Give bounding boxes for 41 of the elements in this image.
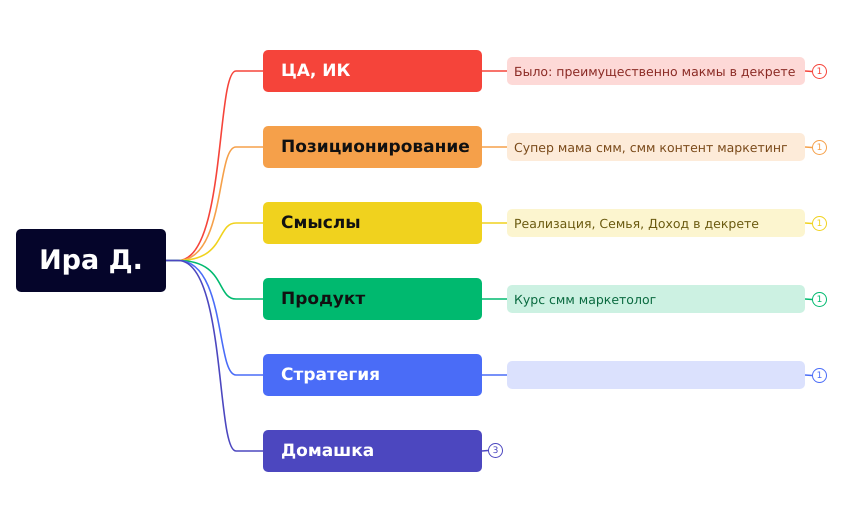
subtopic-box <box>507 133 805 161</box>
connector <box>482 222 507 224</box>
collapse-count-badge: 1 <box>812 216 827 231</box>
topic-box <box>263 202 482 244</box>
collapse-count-badge: 1 <box>812 64 827 79</box>
connector <box>482 450 488 452</box>
topic-box <box>263 126 482 168</box>
connector <box>804 146 812 148</box>
root-topic-box <box>16 229 166 292</box>
connector <box>804 374 812 376</box>
collapse-count-badge: 3 <box>488 443 503 458</box>
subtopic-box <box>507 209 805 237</box>
connector <box>804 70 812 72</box>
connector <box>804 298 812 300</box>
topic-box <box>263 430 482 472</box>
subtopic-box <box>507 285 805 313</box>
topic-text: ЦА, ИК <box>281 61 350 81</box>
subtopic-box <box>507 361 805 389</box>
subtopic-box <box>507 57 805 85</box>
topic-text: Позиционирование <box>281 137 470 157</box>
topic-text: Курс смм маркетолог <box>514 292 656 306</box>
collapse-count-badge: 1 <box>812 368 827 383</box>
connector <box>804 222 812 224</box>
topic-text: Домашка <box>281 441 374 461</box>
topic-text: Супер мама смм, смм контент маркетинг <box>514 140 788 154</box>
topic-text: Было: преимущественно макмы в декрете <box>514 64 796 78</box>
topic-text: Продукт <box>281 289 366 309</box>
topic-text: Реализация, Семья, Доход в декрете <box>514 216 759 230</box>
connector <box>166 260 263 452</box>
topic-box <box>263 50 482 92</box>
connector <box>482 298 507 300</box>
collapse-count-badge: 1 <box>812 140 827 155</box>
topic-box <box>263 278 482 320</box>
collapse-count-badge: 1 <box>812 292 827 307</box>
topic-text: Стратегия <box>281 365 380 385</box>
connector <box>482 374 507 376</box>
connector <box>482 70 507 72</box>
connector <box>482 146 507 148</box>
topic-text: Ира Д. <box>39 245 143 276</box>
topic-text: Смыслы <box>281 213 361 233</box>
topic-box <box>263 354 482 396</box>
